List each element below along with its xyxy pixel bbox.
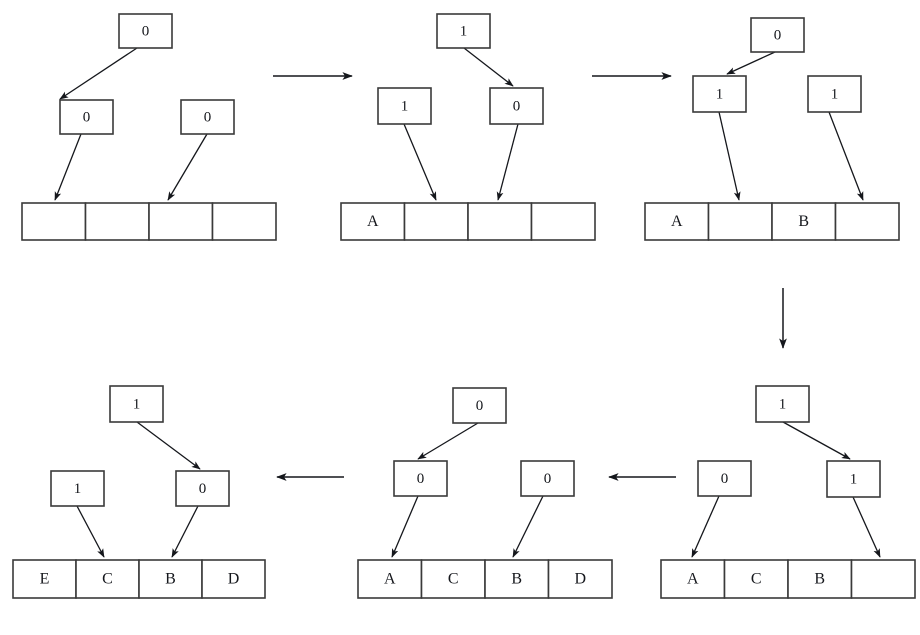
tree-edge-arrow [512, 495, 544, 558]
tree-node-label: 0 [83, 109, 91, 125]
tree-edge-arrow [726, 51, 776, 75]
tree-node-label: 1 [74, 481, 82, 497]
array-cell[interactable] [644, 202, 710, 241]
array-cell[interactable] [707, 202, 773, 241]
array-cell[interactable] [484, 559, 550, 599]
tree-node-box[interactable] [118, 13, 173, 49]
array-cell[interactable] [850, 559, 916, 599]
tree-node-box[interactable] [175, 470, 230, 507]
tree-edge-arrow [828, 111, 864, 201]
step-4-insert-C: A C B 1 0 1 [660, 385, 916, 599]
tree-node-box[interactable] [393, 460, 448, 497]
tree-edge-arrow [463, 47, 514, 87]
tree-node-box[interactable] [692, 75, 747, 113]
tree-node-label: 1 [460, 23, 468, 39]
array-cell[interactable] [660, 559, 726, 599]
tree-edge-arrow [417, 422, 479, 460]
tree-node-box[interactable] [489, 87, 544, 125]
array-cell-label: C [102, 571, 113, 588]
array-cell[interactable] [530, 202, 596, 241]
tree-edge-arrow [391, 495, 419, 558]
tree-node-label: 0 [721, 471, 729, 487]
array-cell-label: A [687, 571, 699, 588]
tree-node-box[interactable] [59, 99, 114, 135]
tree-node-label: 0 [417, 471, 425, 487]
array-cell[interactable] [21, 202, 87, 241]
array-cell[interactable] [148, 202, 214, 241]
tree-node-box[interactable] [807, 75, 862, 113]
tree-node-label: 0 [204, 109, 212, 125]
array-cell-label: E [40, 571, 50, 588]
array-cell[interactable] [723, 559, 789, 599]
tree-node-box[interactable] [697, 460, 752, 497]
tree-node-box[interactable] [452, 387, 507, 424]
tree-node-label: 0 [774, 27, 782, 43]
array-cell[interactable] [84, 202, 150, 241]
tree-edge-arrow [718, 111, 741, 201]
tree-node-box[interactable] [826, 460, 881, 498]
tree-node-label: 1 [850, 471, 858, 487]
tree-edge-arrow [691, 495, 720, 558]
array-cell[interactable] [75, 559, 140, 599]
array-cell[interactable] [357, 559, 423, 599]
array-cell-label: B [165, 571, 176, 588]
step-6-insert-E: E C B D 1 1 0 [12, 385, 266, 599]
tree-edge-arrow [167, 133, 208, 201]
array-cell[interactable] [467, 202, 533, 241]
step-2-insert-A: A 1 1 0 [340, 13, 596, 241]
step-1-empty-array: 0 0 0 [21, 13, 277, 241]
array-cell-label: A [367, 213, 379, 230]
array-cell-label: D [574, 571, 586, 588]
array-cell-label: A [384, 571, 396, 588]
tree-node-label: 1 [779, 396, 787, 412]
tree-edge-arrow [782, 421, 851, 460]
tree-node-label: 1 [716, 86, 724, 102]
step-3-insert-B: A B 0 1 1 [644, 17, 900, 241]
tree-edge-arrow [54, 133, 82, 201]
step-5-insert-D: A C B D 0 0 0 [357, 387, 613, 599]
tree-node-box[interactable] [377, 87, 432, 125]
tree-edge-arrow [76, 505, 105, 558]
tree-node-label: 0 [199, 481, 207, 497]
tree-node-label: 1 [133, 396, 141, 412]
tree-node-label: 1 [401, 98, 409, 114]
array-cell-label: B [798, 213, 809, 230]
array-cell[interactable] [211, 202, 277, 241]
array-cell-label: B [511, 571, 522, 588]
tree-node-box[interactable] [750, 17, 805, 53]
array-cell-label: A [671, 213, 683, 230]
tree-node-box[interactable] [180, 99, 235, 135]
tree-edge-arrow [403, 123, 437, 201]
array-cell[interactable] [201, 559, 266, 599]
array-cell[interactable] [547, 559, 613, 599]
tree-node-label: 0 [544, 471, 552, 487]
tree-edge-arrow [136, 421, 201, 470]
tree-node-label: 0 [142, 23, 150, 39]
tree-edge-arrow [59, 47, 138, 100]
tree-node-box[interactable] [436, 13, 491, 49]
tree-node-label: 0 [476, 398, 484, 414]
tree-edge-arrow [852, 496, 881, 558]
tree-edge-arrow [496, 123, 519, 201]
tree-edge-arrow [171, 505, 199, 558]
array-cell-label: D [228, 571, 240, 588]
tree-node-box[interactable] [50, 470, 105, 507]
tree-node-label: 1 [831, 86, 839, 102]
array-cell[interactable] [834, 202, 900, 241]
array-cell[interactable] [138, 559, 203, 599]
tree-node-box[interactable] [755, 385, 810, 423]
array-cell-label: C [448, 571, 459, 588]
array-cell-label: C [751, 571, 762, 588]
array-cell[interactable] [403, 202, 469, 241]
tree-node-box[interactable] [109, 385, 164, 423]
tree-node-box[interactable] [520, 460, 575, 497]
array-cell[interactable] [771, 202, 837, 241]
flow-arrows-layer [273, 72, 787, 481]
tree-node-label: 0 [513, 98, 521, 114]
array-cell[interactable] [420, 559, 486, 599]
array-cell-label: B [814, 571, 825, 588]
